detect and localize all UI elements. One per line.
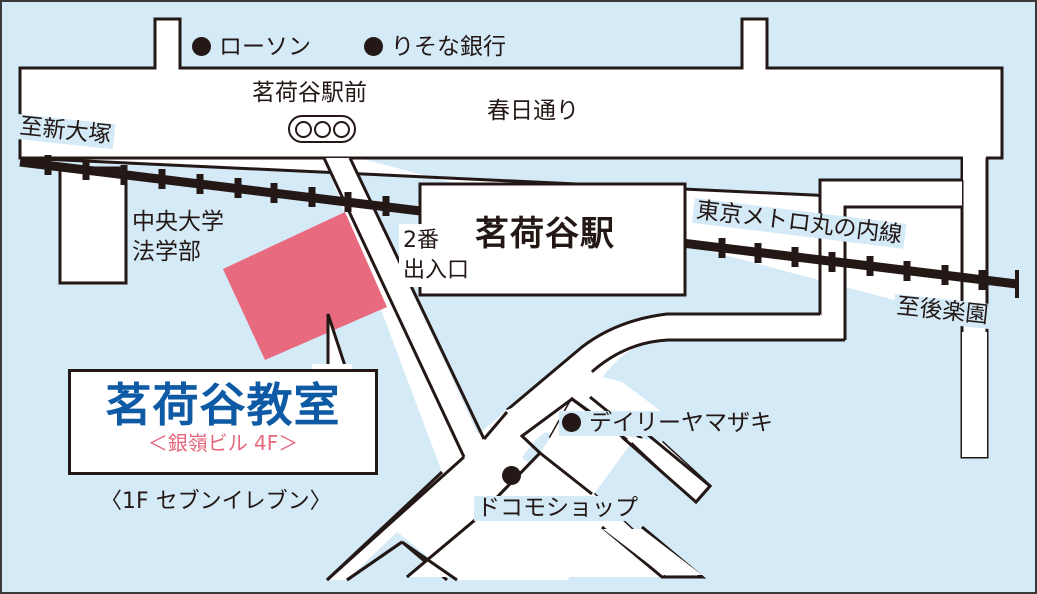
- station-name: 茗荷谷駅: [475, 214, 615, 254]
- docomo-dot: [502, 466, 529, 486]
- signal-lamp-icon: [294, 120, 312, 138]
- destination-title: 茗荷谷教室: [105, 378, 341, 432]
- location-dot-icon: [364, 37, 383, 56]
- destination-callout: 茗荷谷教室 ＜銀嶺ビル 4F＞: [68, 369, 378, 475]
- location-dot-icon: [502, 466, 521, 485]
- landmark-docomo: ドコモショップ: [474, 496, 641, 521]
- intersection-name: 茗荷谷駅前: [252, 80, 367, 106]
- signal-lamp-icon: [313, 120, 331, 138]
- location-dot-icon: [562, 413, 581, 432]
- destination-ground-floor: 〈1F セブンイレブン〉: [100, 489, 332, 514]
- station-exit-label: 2番 出入口: [399, 224, 474, 288]
- street-name-kasuga: 春日通り: [487, 98, 579, 124]
- landmark-lawson: ローソン: [192, 36, 311, 59]
- signal-lamp-icon: [332, 120, 350, 138]
- destination-building: [223, 212, 387, 360]
- university-label: 中央大学 法学部: [132, 209, 224, 265]
- location-dot-icon: [192, 37, 211, 56]
- traffic-signal-icon: [288, 115, 356, 143]
- landmark-daily-yamazaki: デイリーヤマザキ: [559, 411, 776, 436]
- destination-building: ＜銀嶺ビル 4F＞: [147, 431, 299, 455]
- railway-ties: [44, 155, 986, 290]
- landmark-resona: りそな銀行: [364, 36, 506, 59]
